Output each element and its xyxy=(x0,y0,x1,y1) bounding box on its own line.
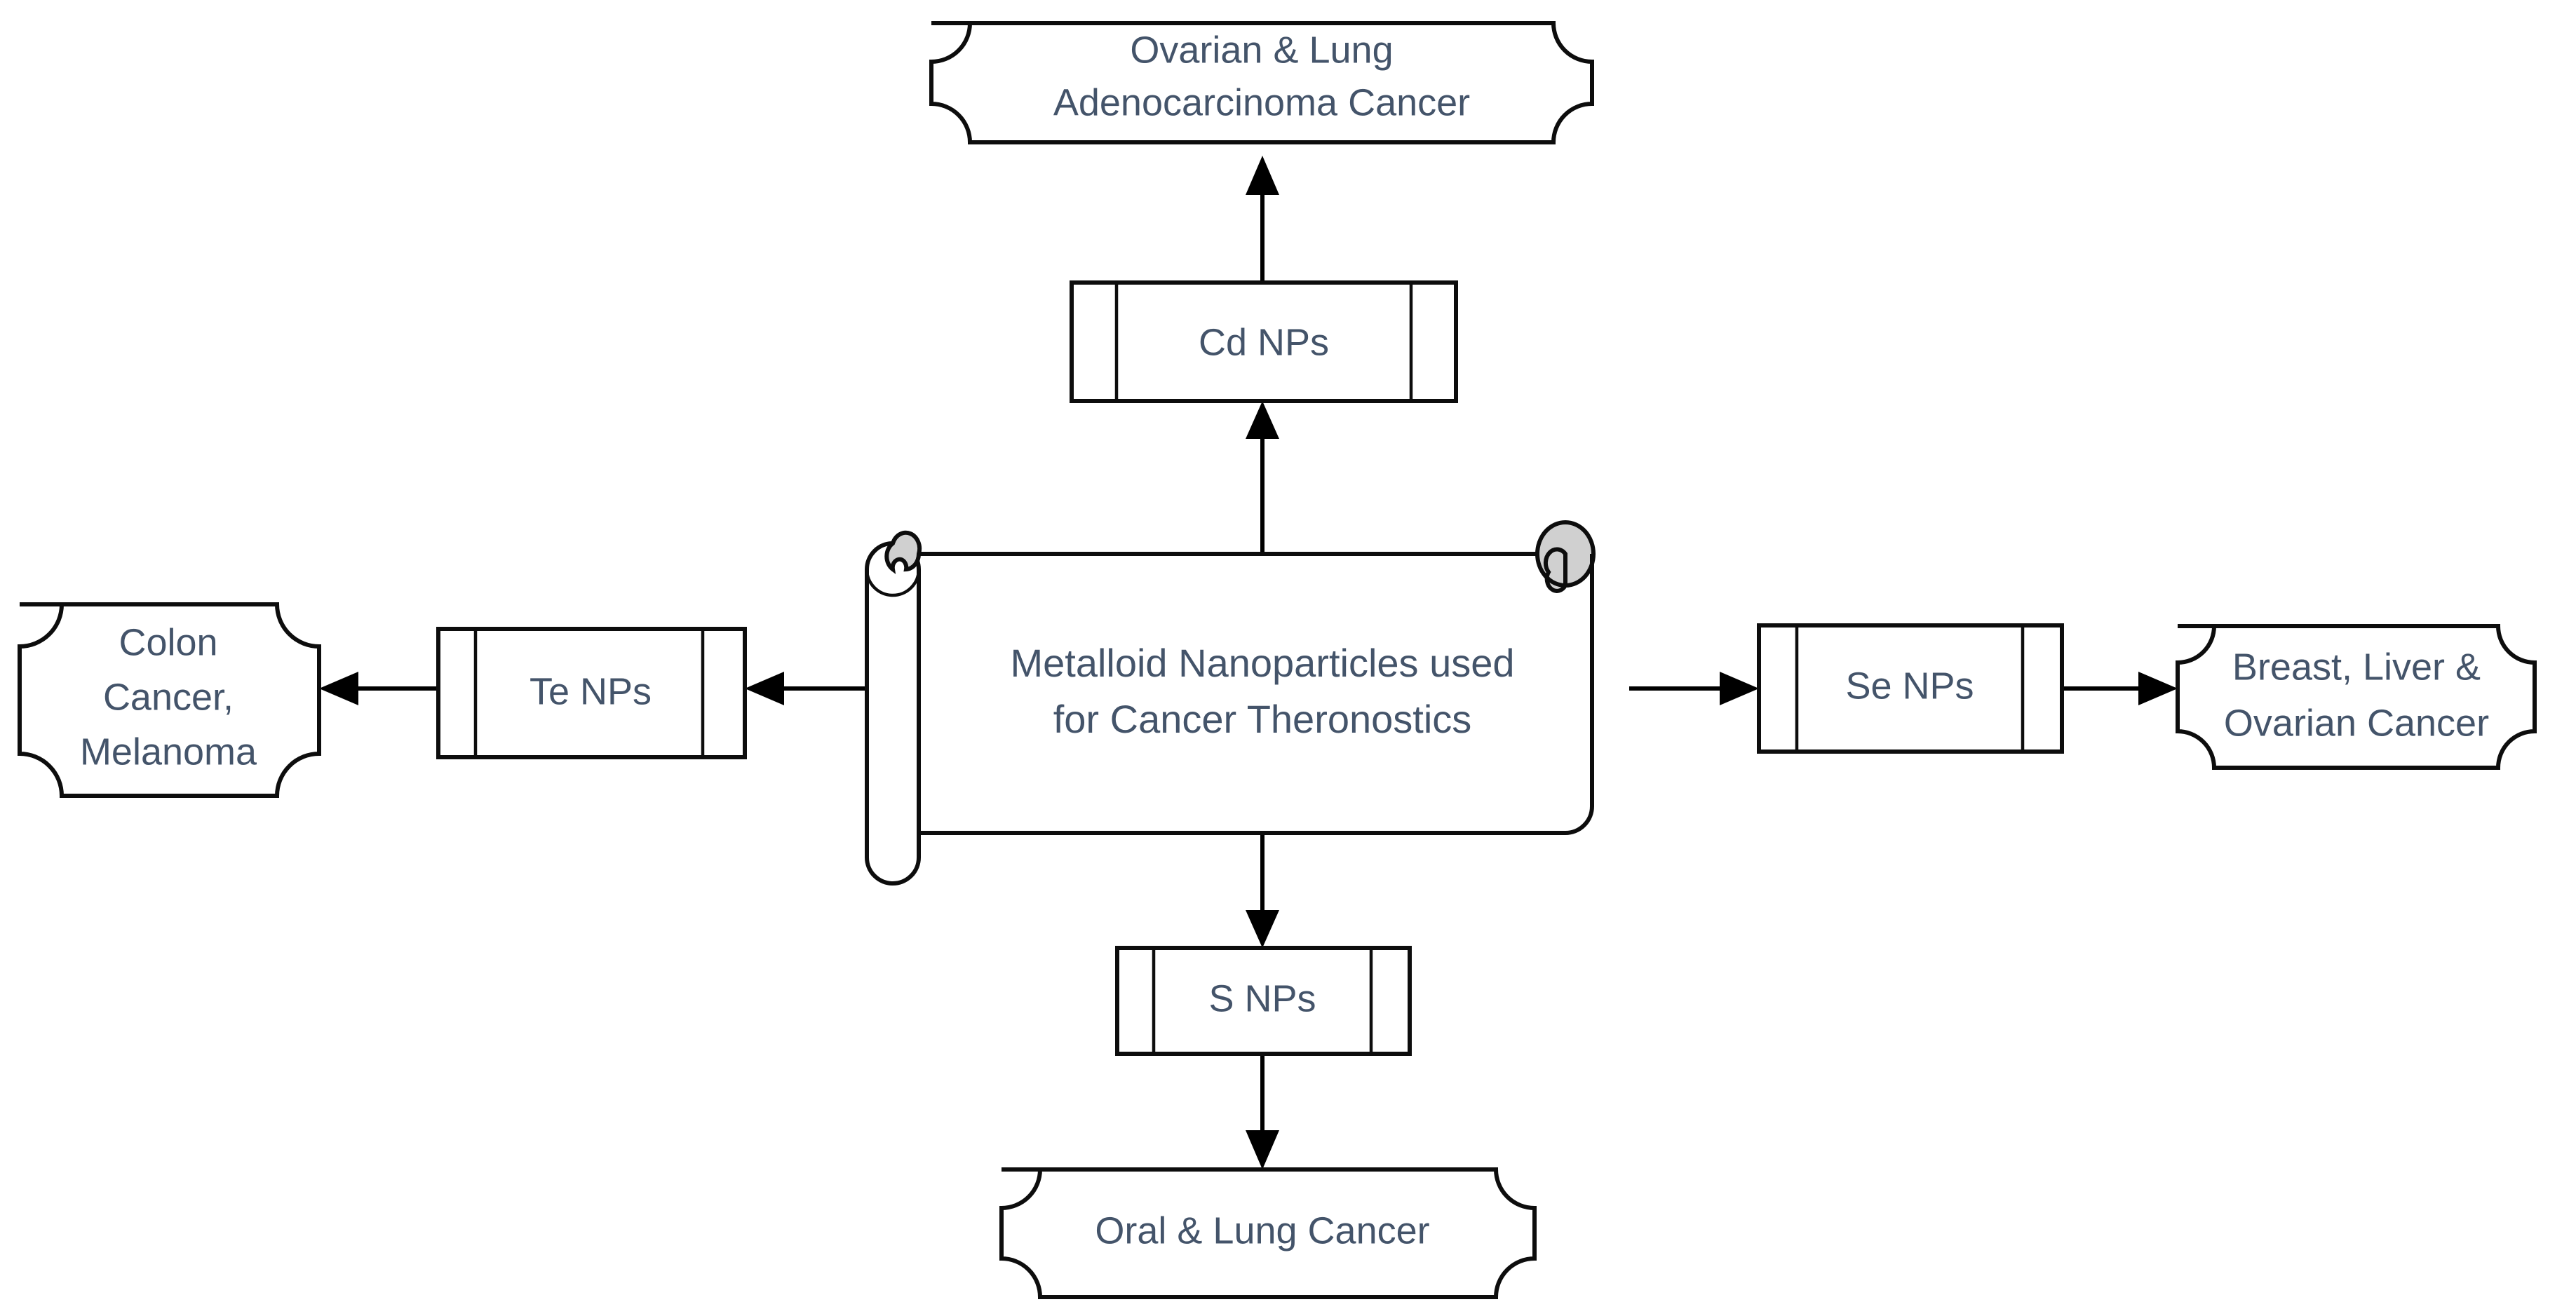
connector-se-to-right xyxy=(2062,672,2178,705)
cancer-node-right-line1: Breast, Liver & xyxy=(2232,646,2481,688)
center-scroll-line2: for Cancer Theronostics xyxy=(1053,697,1472,741)
connector-center-to-se xyxy=(1629,672,1759,705)
np-node-te[interactable]: Te NPs xyxy=(436,627,747,759)
np-node-s[interactable]: S NPs xyxy=(1115,946,1412,1056)
cancer-node-left[interactable]: Colon Cancer, Melanoma xyxy=(18,602,321,798)
cancer-node-right-line2: Ovarian Cancer xyxy=(2224,702,2489,744)
cancer-node-top[interactable]: Ovarian & Lung Adenocarcinoma Cancer xyxy=(929,21,1594,144)
np-node-cd-label: Cd NPs xyxy=(1199,321,1329,363)
scroll-curl-left xyxy=(884,530,922,574)
connector-s-to-bottom xyxy=(1246,1054,1279,1169)
cancer-node-left-line3: Melanoma xyxy=(80,731,257,773)
cancer-node-left-line1: Colon xyxy=(119,621,217,663)
connectors-layer xyxy=(319,156,2178,1169)
cancer-node-top-line2: Adenocarcinoma Cancer xyxy=(1053,81,1470,123)
connector-cd-to-top xyxy=(1246,156,1279,283)
np-node-se[interactable]: Se NPs xyxy=(1757,623,2064,754)
center-scroll-line1: Metalloid Nanoparticles used xyxy=(1010,641,1514,685)
np-node-se-label: Se NPs xyxy=(1845,665,1974,707)
scroll-curl-right xyxy=(1535,520,1596,593)
cancer-node-bottom-line1: Oral & Lung Cancer xyxy=(1095,1209,1429,1251)
connector-center-to-cd xyxy=(1246,401,1279,554)
cancer-node-bottom[interactable]: Oral & Lung Cancer xyxy=(999,1167,1537,1299)
center-scroll-node[interactable]: Metalloid Nanoparticles used for Cancer … xyxy=(865,520,1596,886)
connector-te-to-left xyxy=(319,672,438,705)
np-node-s-label: S NPs xyxy=(1208,977,1316,1019)
np-node-cd[interactable]: Cd NPs xyxy=(1070,280,1458,403)
cancer-node-right[interactable]: Breast, Liver & Ovarian Cancer xyxy=(2176,624,2537,770)
np-node-te-label: Te NPs xyxy=(530,670,652,712)
connector-center-to-s xyxy=(1246,831,1279,948)
cancer-node-top-line1: Ovarian & Lung xyxy=(1130,29,1393,71)
cancer-node-left-line2: Cancer, xyxy=(103,676,234,718)
